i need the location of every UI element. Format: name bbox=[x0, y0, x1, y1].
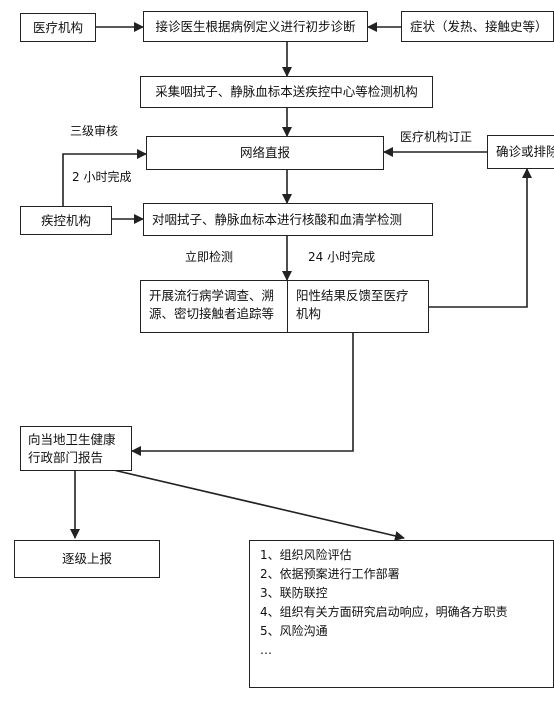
label-two-hours: 2 小时完成 bbox=[72, 170, 132, 184]
node-investigation-label: 开展流行病学调查、溯源、密切接触者追踪等 bbox=[149, 288, 275, 321]
label-three-level-review: 三级审核 bbox=[70, 124, 119, 138]
node-report-health-dept-label: 向当地卫生健康行政部门报告 bbox=[28, 432, 116, 465]
node-report-health-dept: 向当地卫生健康行政部门报告 bbox=[20, 426, 132, 471]
arrow-report-to-actions bbox=[104, 467, 405, 541]
label-24-hours: 24 小时完成 bbox=[308, 250, 376, 264]
node-positive-feedback: 阳性结果反馈至医疗机构 bbox=[287, 280, 429, 333]
arrow-cdc-to-network bbox=[62, 149, 147, 206]
label-medical-correction: 医疗机构订正 bbox=[400, 130, 473, 144]
node-report-upward-label: 逐级上报 bbox=[61, 551, 112, 566]
node-initial-diagnosis: 接诊医生根据病例定义进行初步诊断 bbox=[143, 11, 368, 42]
action-item: 2、依据预案进行工作部署 bbox=[260, 567, 400, 581]
node-cdc-label: 疾控机构 bbox=[40, 212, 91, 228]
node-symptoms-label: 症状（发热、接触史等） bbox=[410, 18, 548, 34]
node-initial-diagnosis-label: 接诊医生根据病例定义进行初步诊断 bbox=[155, 18, 356, 34]
node-symptoms: 症状（发热、接触史等） bbox=[401, 11, 554, 42]
node-network-report-label: 网络直报 bbox=[239, 145, 290, 160]
action-item: 1、组织风险评估 bbox=[260, 548, 352, 562]
node-testing: 对咽拭子、静脉血标本进行核酸和血清学检测 bbox=[143, 203, 433, 236]
node-medical-institution-label: 医疗机构 bbox=[32, 19, 83, 35]
action-item: 4、组织有关方面研究启动响应，明确各方职责 bbox=[260, 605, 508, 619]
label-immediate-test: 立即检测 bbox=[185, 250, 234, 264]
node-investigation: 开展流行病学调查、溯源、密切接触者追踪等 bbox=[140, 280, 288, 333]
node-network-report: 网络直报 bbox=[146, 136, 384, 170]
action-item: 5、风险沟通 bbox=[260, 624, 328, 638]
node-testing-label: 对咽拭子、静脉血标本进行核酸和血清学检测 bbox=[152, 211, 403, 227]
node-positive-feedback-label: 阳性结果反馈至医疗机构 bbox=[296, 288, 409, 321]
node-confirm-exclude-label: 确诊或排除 bbox=[496, 144, 554, 159]
node-report-upward: 逐级上报 bbox=[14, 540, 160, 578]
node-cdc: 疾控机构 bbox=[20, 206, 112, 235]
node-medical-institution: 医疗机构 bbox=[20, 13, 96, 42]
arrow-feedback-to-report bbox=[131, 333, 354, 456]
action-item: … bbox=[260, 643, 272, 657]
node-collect-samples: 采集咽拭子、静脉血标本送疾控中心等检测机构 bbox=[140, 76, 433, 108]
action-item: 3、联防联控 bbox=[260, 586, 328, 600]
arrow-feedback-to-confirm bbox=[429, 168, 532, 308]
node-collect-samples-label: 采集咽拭子、静脉血标本送疾控中心等检测机构 bbox=[155, 84, 418, 99]
node-action-list: 1、组织风险评估 2、依据预案进行工作部署 3、联防联控 4、组织有关方面研究启… bbox=[249, 540, 554, 688]
node-confirm-exclude: 确诊或排除 bbox=[487, 135, 554, 169]
